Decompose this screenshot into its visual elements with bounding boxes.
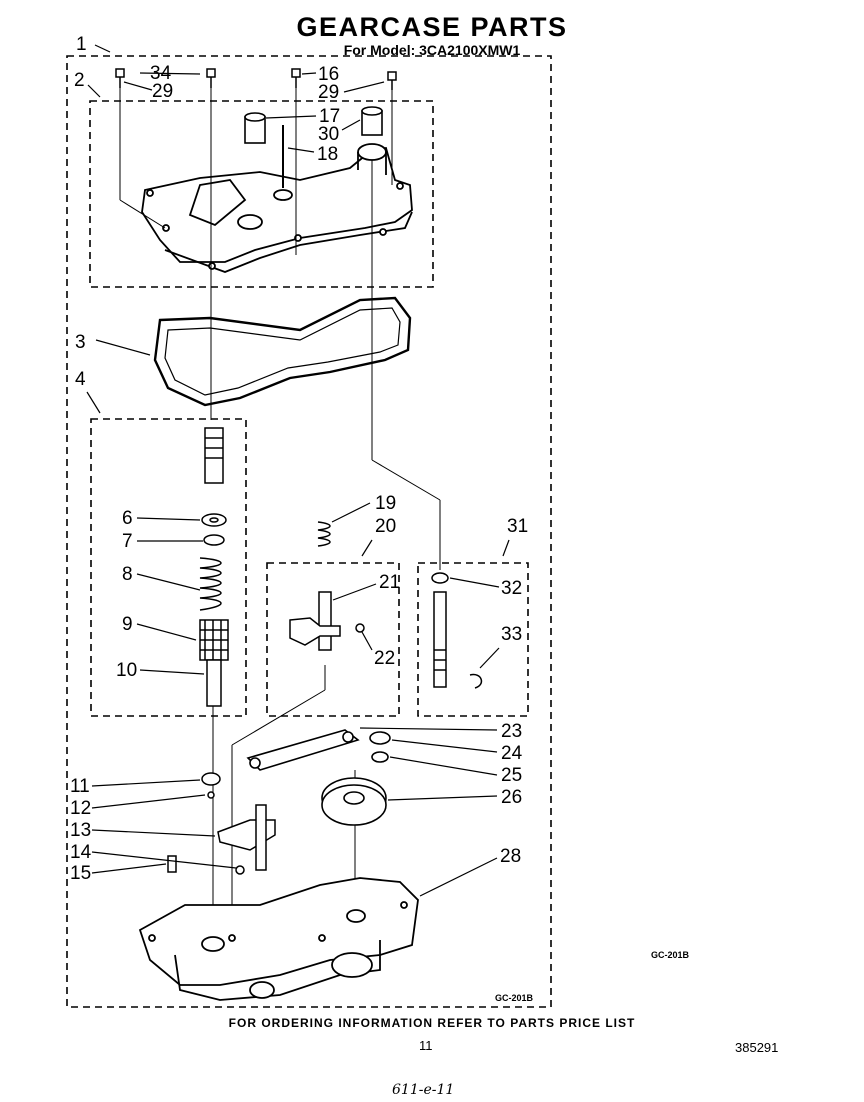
handwritten-note: 611-e-11 (392, 1082, 455, 1098)
callout-29b: 29 (318, 82, 339, 103)
callout-15: 15 (70, 863, 91, 884)
gear-parts (246, 729, 391, 826)
bushings (244, 106, 383, 144)
diagram-code-outer: GC-201B (651, 950, 690, 960)
callout-25: 25 (501, 765, 522, 786)
callout-30: 30 (318, 124, 339, 145)
lever-parts (167, 804, 276, 875)
document-number: 385291 (735, 1040, 779, 1055)
shaft-assembly-box-31 (417, 562, 529, 717)
callout-3: 3 (75, 332, 86, 353)
model-subtitle: For Model: 3CA2100XMW1 (343, 42, 521, 58)
callout-33: 33 (501, 624, 522, 645)
callout-26: 26 (501, 787, 522, 808)
gearcase-cover (141, 143, 413, 273)
pinion-assembly-box-4 (90, 418, 247, 717)
callout-24: 24 (501, 743, 523, 764)
ordering-footer: FOR ORDERING INFORMATION REFER TO PARTS … (228, 1016, 636, 1030)
diagram-code-inner: GC-201B (495, 993, 534, 1003)
callout-20: 20 (375, 516, 396, 537)
callout-7: 7 (122, 531, 133, 552)
page-title: GEARCASE PARTS (296, 12, 568, 42)
callout-10: 10 (116, 660, 137, 681)
callout-19: 19 (375, 493, 396, 514)
washer-11 (201, 772, 221, 786)
shaft-31-parts (431, 572, 483, 689)
callout-13: 13 (70, 820, 91, 841)
gearcase-housing-28 (138, 877, 419, 1001)
cover-screws (115, 68, 397, 90)
callout-6: 6 (122, 508, 133, 529)
callout-9: 9 (122, 614, 133, 635)
callout-2: 2 (74, 70, 85, 91)
pinion-parts (199, 427, 229, 707)
callout-17: 17 (319, 106, 340, 127)
callout-11: 11 (70, 776, 90, 797)
callout-22: 22 (374, 648, 395, 669)
callout-31: 31 (507, 516, 528, 537)
callout-12: 12 (70, 798, 91, 819)
assembly-boundary-1 (66, 55, 552, 1008)
ball-12 (207, 791, 215, 799)
callout-34: 34 (150, 63, 172, 84)
callout-4: 4 (75, 369, 86, 390)
callout-23: 23 (501, 721, 522, 742)
callout-14: 14 (70, 842, 92, 863)
gasket-3 (153, 296, 412, 407)
callout-16: 16 (318, 64, 339, 85)
page-number: 11 (419, 1038, 433, 1053)
callout-18: 18 (317, 144, 338, 165)
shifter-assembly-box-20 (266, 562, 400, 717)
callout-8: 8 (122, 564, 133, 585)
callout-21: 21 (379, 572, 400, 593)
callout-32: 32 (501, 578, 522, 599)
cover-assembly-box-2 (89, 100, 434, 288)
callout-29a: 29 (152, 81, 173, 102)
callout-1: 1 (76, 34, 87, 55)
callout-28: 28 (500, 846, 521, 867)
shifter-parts (289, 521, 365, 651)
